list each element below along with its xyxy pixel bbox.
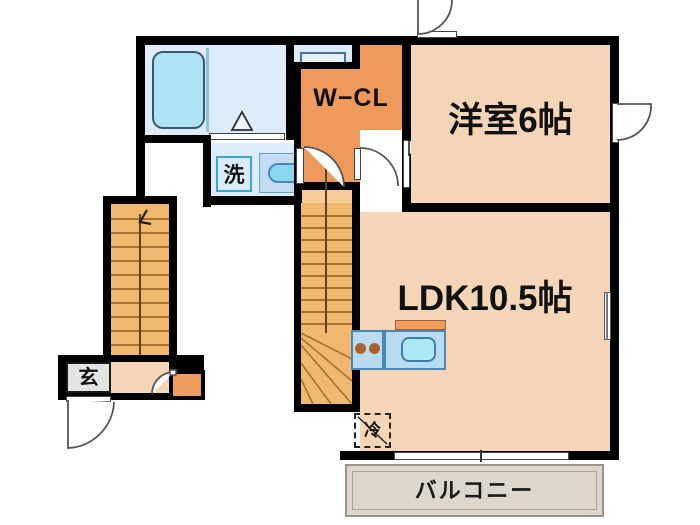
genkan-label: 玄 bbox=[78, 367, 99, 389]
balcony-area bbox=[345, 464, 604, 517]
hall-washroom-door-panel[interactable] bbox=[296, 148, 304, 184]
bath-door[interactable] bbox=[209, 133, 285, 140]
wall-hall-bottom bbox=[294, 404, 360, 412]
wall-hall-right bbox=[352, 190, 360, 412]
outer-wall-top bbox=[136, 36, 619, 45]
outer-wall-left-upper bbox=[136, 36, 145, 196]
gas-burner-right-icon bbox=[369, 343, 380, 354]
ldk-label: LDK10.5帖 bbox=[397, 279, 573, 318]
bathtub-icon bbox=[152, 51, 205, 129]
bedroom-label: 洋室6帖 bbox=[448, 101, 573, 140]
wall-washroom-left bbox=[203, 135, 211, 207]
refrigerator-space bbox=[354, 413, 391, 448]
wall-bedroom-bottom bbox=[402, 203, 619, 212]
washer-label: 洗 bbox=[223, 164, 245, 187]
wall-bath-bottom bbox=[136, 135, 210, 143]
genkan-tile bbox=[66, 362, 111, 393]
bath-divider bbox=[206, 48, 209, 132]
bedroom-floor bbox=[411, 45, 610, 203]
wall-closet-left bbox=[352, 36, 360, 68]
genkan-inner-door-icon bbox=[151, 369, 177, 395]
closet-door-panel[interactable] bbox=[403, 140, 410, 188]
entrance-door-swing-icon bbox=[67, 400, 115, 449]
wall-closet-bottom bbox=[294, 182, 360, 190]
interior-stair-winder-lines bbox=[300, 332, 353, 405]
wall-hall-left bbox=[294, 190, 302, 412]
wall-closet-left2 bbox=[294, 62, 301, 203]
ldk-right-window-mullion bbox=[606, 292, 608, 340]
balcony-label: バルコニー bbox=[414, 478, 535, 503]
gas-burner-left-icon bbox=[355, 343, 366, 354]
wall-closet-notch-top bbox=[294, 62, 360, 69]
closet-room-main bbox=[300, 68, 402, 130]
kitchen-sink-icon bbox=[401, 337, 436, 362]
genkan-step bbox=[173, 374, 201, 396]
bath-drain-icon bbox=[230, 110, 254, 131]
hall-washroom-door-swing-icon bbox=[303, 146, 345, 188]
outer-wall-right bbox=[610, 36, 619, 460]
bedroom-top-door-swing-icon bbox=[417, 0, 453, 35]
closet-label: W−CL bbox=[313, 84, 389, 112]
wall-bath-toilet bbox=[286, 36, 294, 140]
closet-room bbox=[360, 45, 402, 68]
exterior-stair-arrow bbox=[138, 209, 152, 226]
ldk-door-panel[interactable] bbox=[354, 148, 361, 180]
interior-stair-rail bbox=[325, 162, 327, 377]
refrigerator-label: 冷 bbox=[364, 421, 381, 440]
bedroom-right-door-swing-icon bbox=[616, 103, 652, 141]
wall-closet-right bbox=[402, 36, 411, 203]
balcony-door-mullion bbox=[480, 450, 482, 462]
refrigerator-slash-icon bbox=[357, 416, 388, 445]
ldk-door-swing-icon bbox=[359, 147, 399, 187]
balcony-rail bbox=[352, 471, 597, 510]
range-hood-icon bbox=[395, 320, 446, 330]
washing-machine-space bbox=[216, 156, 252, 192]
wall-washroom-bottom bbox=[203, 196, 360, 205]
